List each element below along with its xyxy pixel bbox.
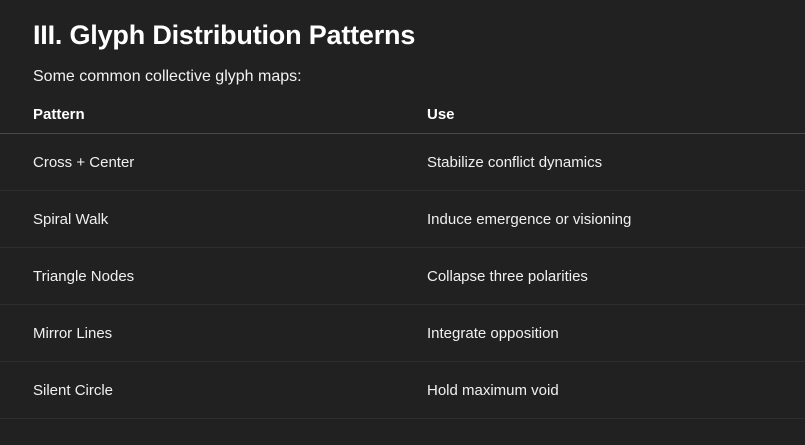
table-row: Triangle Nodes Collapse three polarities	[0, 247, 805, 305]
cell-use: Hold maximum void	[427, 361, 805, 419]
table-body: Cross + Center Stabilize conflict dynami…	[0, 133, 805, 419]
table-row: Mirror Lines Integrate opposition	[0, 304, 805, 362]
cell-pattern: Cross + Center	[0, 133, 427, 191]
cell-pattern: Spiral Walk	[0, 190, 427, 248]
page-title: III. Glyph Distribution Patterns	[33, 20, 416, 50]
cell-use: Collapse three polarities	[427, 247, 805, 305]
column-header-pattern: Pattern	[0, 106, 427, 134]
table-row: Cross + Center Stabilize conflict dynami…	[0, 133, 805, 191]
cell-use: Induce emergence or visioning	[427, 190, 805, 248]
column-header-use: Use	[427, 106, 805, 134]
cell-use: Stabilize conflict dynamics	[427, 133, 805, 191]
intro-paragraph: Some common collective glyph maps:	[33, 68, 302, 85]
cell-pattern: Triangle Nodes	[0, 247, 427, 305]
cell-use: Integrate opposition	[427, 304, 805, 362]
cell-pattern: Mirror Lines	[0, 304, 427, 362]
table-row: Silent Circle Hold maximum void	[0, 361, 805, 419]
table-row: Spiral Walk Induce emergence or visionin…	[0, 190, 805, 248]
cell-pattern: Silent Circle	[0, 361, 427, 419]
glyph-distribution-table: Pattern Use Cross + Center Stabilize con…	[0, 106, 805, 419]
table-header-row: Pattern Use	[0, 106, 805, 134]
table-header: Pattern Use	[0, 106, 805, 134]
